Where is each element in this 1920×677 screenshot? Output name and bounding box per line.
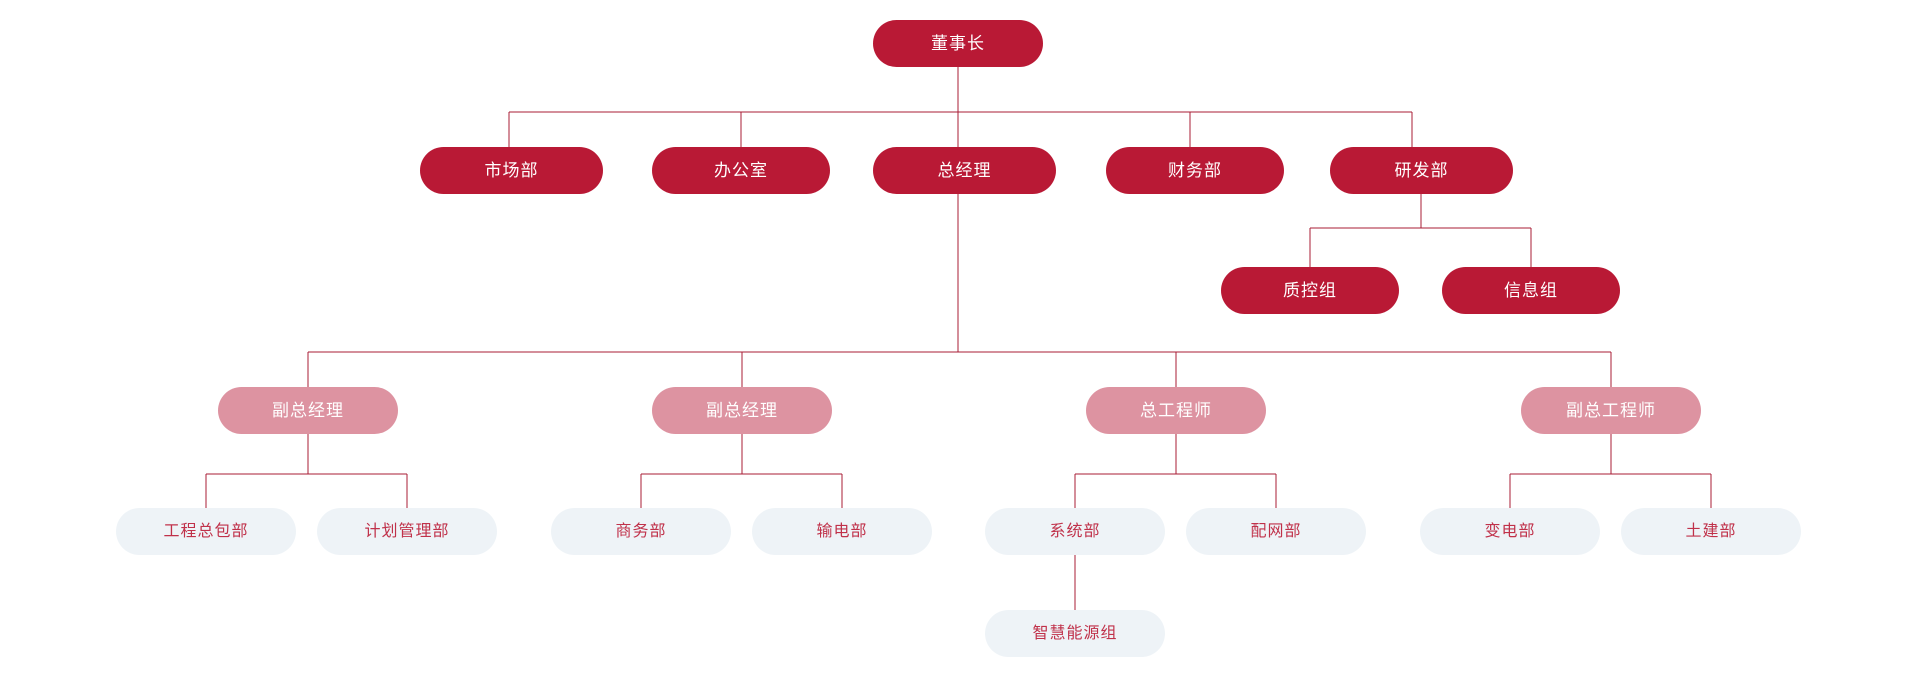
org-node-label: 总工程师 — [1140, 401, 1212, 420]
org-node-label: 研发部 — [1394, 161, 1449, 180]
org-node-label: 变电部 — [1484, 522, 1536, 540]
org-node-chairman[interactable]: 董事长 — [873, 20, 1043, 67]
org-node-label: 质控组 — [1283, 281, 1337, 300]
org-node-label: 智慧能源组 — [1032, 624, 1118, 642]
org-node-label: 市场部 — [484, 161, 539, 180]
org-node-label: 副总经理 — [272, 401, 344, 420]
org-node-label: 办公室 — [714, 161, 768, 180]
org-node-label: 董事长 — [931, 34, 985, 53]
org-node-label: 副总工程师 — [1566, 401, 1656, 420]
org-node-label: 商务部 — [615, 522, 667, 540]
org-node-label: 财务部 — [1168, 161, 1222, 180]
org-node-vgm-2[interactable]: 副总经理 — [652, 387, 832, 434]
org-node-rnd[interactable]: 研发部 — [1330, 147, 1513, 194]
org-node-label: 副总经理 — [706, 401, 778, 420]
org-node-epc[interactable]: 工程总包部 — [116, 508, 296, 555]
org-node-chief-eng[interactable]: 总工程师 — [1086, 387, 1266, 434]
org-node-vice-eng[interactable]: 副总工程师 — [1521, 387, 1701, 434]
org-node-finance[interactable]: 财务部 — [1106, 147, 1284, 194]
org-node-label: 土建部 — [1685, 522, 1737, 540]
org-node-label: 计划管理部 — [364, 522, 450, 540]
org-node-vgm-1[interactable]: 副总经理 — [218, 387, 398, 434]
org-node-label: 配网部 — [1250, 522, 1302, 540]
org-node-marketing[interactable]: 市场部 — [420, 147, 603, 194]
org-node-substation[interactable]: 变电部 — [1420, 508, 1600, 555]
org-node-smart-energy[interactable]: 智慧能源组 — [985, 610, 1165, 657]
org-node-label: 输电部 — [816, 522, 868, 540]
org-node-label: 工程总包部 — [163, 522, 249, 540]
org-node-distribution[interactable]: 配网部 — [1186, 508, 1366, 555]
org-node-info-group[interactable]: 信息组 — [1442, 267, 1620, 314]
org-node-system[interactable]: 系统部 — [985, 508, 1165, 555]
org-node-label: 信息组 — [1504, 281, 1558, 300]
org-node-label: 总经理 — [937, 161, 992, 180]
org-node-qc-group[interactable]: 质控组 — [1221, 267, 1399, 314]
org-node-office[interactable]: 办公室 — [652, 147, 830, 194]
org-node-label: 系统部 — [1049, 522, 1101, 540]
org-node-gm[interactable]: 总经理 — [873, 147, 1056, 194]
org-node-transmission[interactable]: 输电部 — [752, 508, 932, 555]
org-node-planning[interactable]: 计划管理部 — [317, 508, 497, 555]
org-node-civil[interactable]: 土建部 — [1621, 508, 1801, 555]
org-node-business[interactable]: 商务部 — [551, 508, 731, 555]
